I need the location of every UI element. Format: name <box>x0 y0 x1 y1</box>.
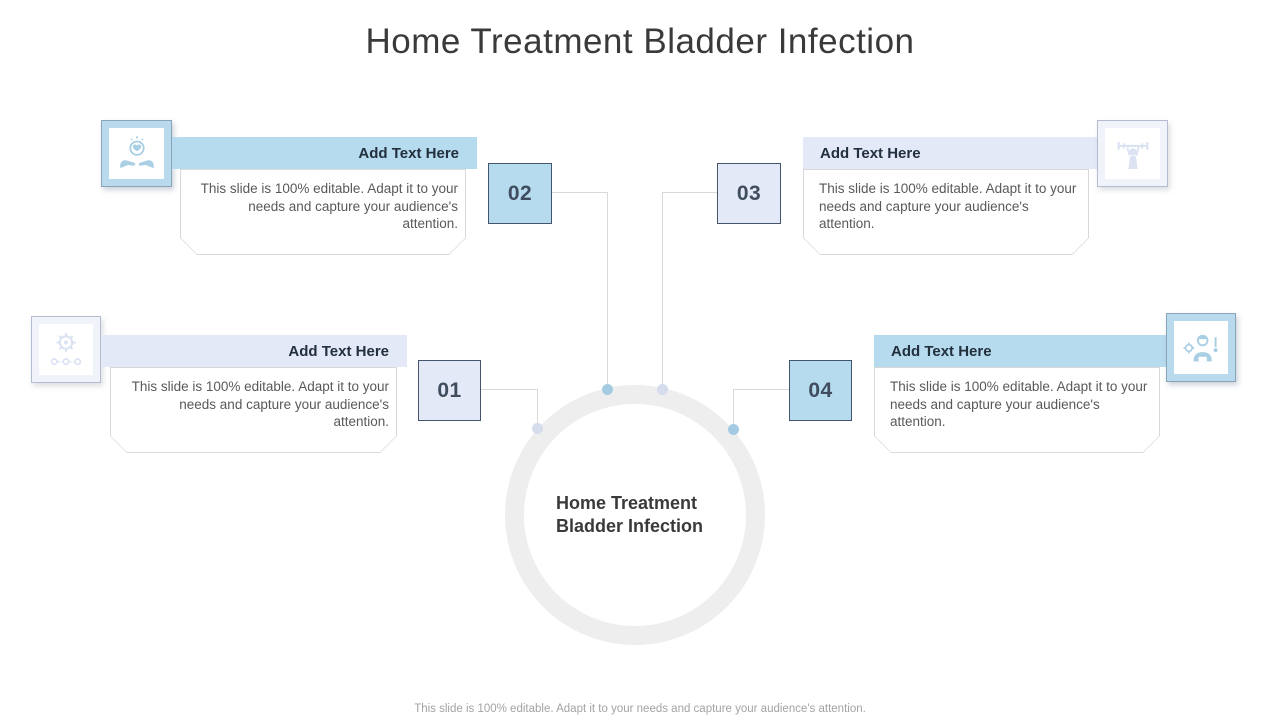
connector-01-horizontal <box>481 389 538 390</box>
step-03-number: 03 <box>736 181 762 205</box>
card-03-header-label: Add Text Here <box>820 144 921 162</box>
center-circle-line2: Bladder Infection <box>556 516 704 536</box>
card-03-header[interactable]: Add Text Here <box>803 137 1097 169</box>
weightlifting-icon <box>1105 128 1160 179</box>
hands-heart-icon-box <box>101 120 172 187</box>
dot-02 <box>602 384 613 395</box>
center-circle-line1: Home Treatment <box>556 493 698 513</box>
card-01-header-label: Add Text Here <box>288 342 389 360</box>
step-03-number-box[interactable]: 03 <box>717 163 781 224</box>
dot-04 <box>728 424 739 435</box>
weightlifting-icon-box <box>1097 120 1168 187</box>
card-04-body-fill <box>875 368 1159 452</box>
card-01-body[interactable]: This slide is 100% editable. Adapt it to… <box>110 367 397 453</box>
center-circle-label[interactable]: Home Treatment Bladder Infection <box>556 492 731 538</box>
card-04-body[interactable]: This slide is 100% editable. Adapt it to… <box>874 367 1160 453</box>
step-01-number: 01 <box>437 378 462 402</box>
connector-01-vertical <box>537 389 538 425</box>
slide-title[interactable]: Home Treatment Bladder Infection <box>365 22 915 61</box>
connector-04-horizontal <box>733 389 789 390</box>
card-01-header[interactable]: Add Text Here <box>101 335 407 367</box>
card-04-body-text: This slide is 100% editable. Adapt it to… <box>890 379 1148 429</box>
dot-03 <box>657 384 668 395</box>
card-04-header[interactable]: Add Text Here <box>874 335 1166 367</box>
gear-process-icon-box <box>31 316 101 383</box>
card-03-body[interactable]: This slide is 100% editable. Adapt it to… <box>803 169 1089 255</box>
card-03-body-text: This slide is 100% editable. Adapt it to… <box>819 181 1077 231</box>
card-02-header-label: Add Text Here <box>358 144 459 162</box>
connector-03-horizontal <box>662 192 717 193</box>
step-01-number-box[interactable]: 01 <box>418 360 481 421</box>
card-02-header[interactable]: Add Text Here <box>172 137 477 169</box>
connector-03-vertical <box>662 192 663 385</box>
step-02-number: 02 <box>507 181 533 205</box>
step-04-number-box[interactable]: 04 <box>789 360 852 421</box>
card-04-header-label: Add Text Here <box>891 342 992 360</box>
card-02-body[interactable]: This slide is 100% editable. Adapt it to… <box>180 169 466 255</box>
person-gear-icon <box>1174 321 1228 374</box>
connector-04-vertical <box>733 389 734 427</box>
gear-process-icon <box>39 324 93 375</box>
card-02-body-text: This slide is 100% editable. Adapt it to… <box>200 181 458 231</box>
dot-01 <box>532 423 543 434</box>
card-03-body-fill <box>804 170 1088 254</box>
slide-footer-note: This slide is 100% editable. Adapt it to… <box>414 703 866 715</box>
step-04-number: 04 <box>808 378 833 402</box>
card-01-body-text: This slide is 100% editable. Adapt it to… <box>131 379 389 429</box>
connector-02-horizontal <box>552 192 607 193</box>
step-02-number-box[interactable]: 02 <box>488 163 552 224</box>
person-gear-icon-box <box>1166 313 1236 382</box>
connector-02-vertical <box>607 192 608 385</box>
card-01-body-fill <box>111 368 396 452</box>
hands-heart-icon <box>109 128 164 179</box>
card-02-body-fill <box>181 170 465 254</box>
